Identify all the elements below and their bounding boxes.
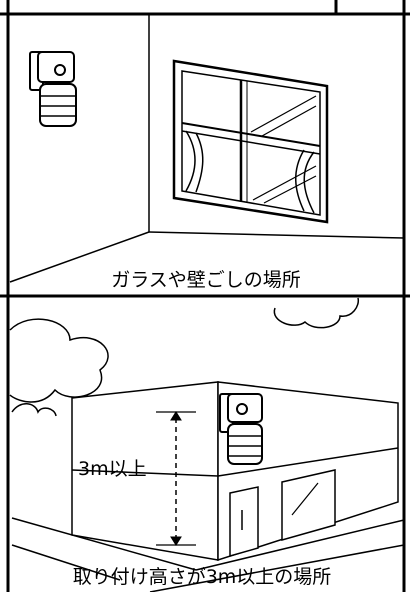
camera-icon — [219, 393, 263, 465]
height-indicator — [156, 411, 196, 546]
panel-frame — [0, 0, 410, 298]
panel-mount-height: 3m以上 取り付け高さが3m以上の場所 — [6, 296, 406, 592]
height-label: 3m以上 — [78, 458, 147, 480]
street — [11, 517, 405, 592]
window-icon — [172, 59, 329, 224]
room-corner — [9, 14, 405, 283]
panel-frame — [6, 296, 406, 592]
panel-caption: 取り付け高さが3m以上の場所 — [73, 566, 332, 588]
cloud-icon — [9, 318, 109, 403]
cloud-icon — [11, 403, 57, 417]
panel-glass-wall: ガラスや壁ごしの場所 — [0, 0, 410, 298]
cloud-icon — [273, 297, 360, 329]
building — [71, 381, 399, 562]
panel-caption: ガラスや壁ごしの場所 — [111, 269, 301, 291]
camera-icon — [29, 51, 77, 127]
